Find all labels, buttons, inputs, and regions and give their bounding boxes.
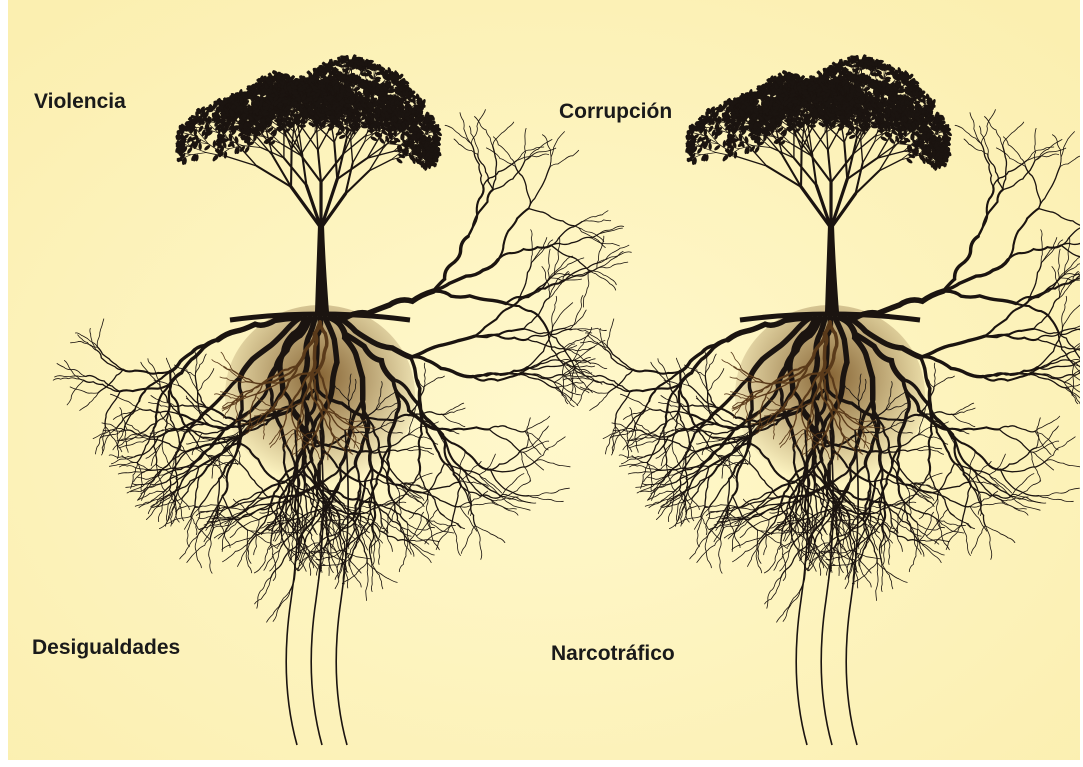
label-desigualdades: Desigualdades (32, 636, 180, 660)
yellow-panel: Violencia Corrupción Desigualdades Narco… (8, 0, 1080, 760)
label-corrupcion: Corrupción (559, 100, 672, 124)
label-violencia: Violencia (34, 90, 126, 114)
label-narcotrafico: Narcotráfico (551, 642, 675, 666)
